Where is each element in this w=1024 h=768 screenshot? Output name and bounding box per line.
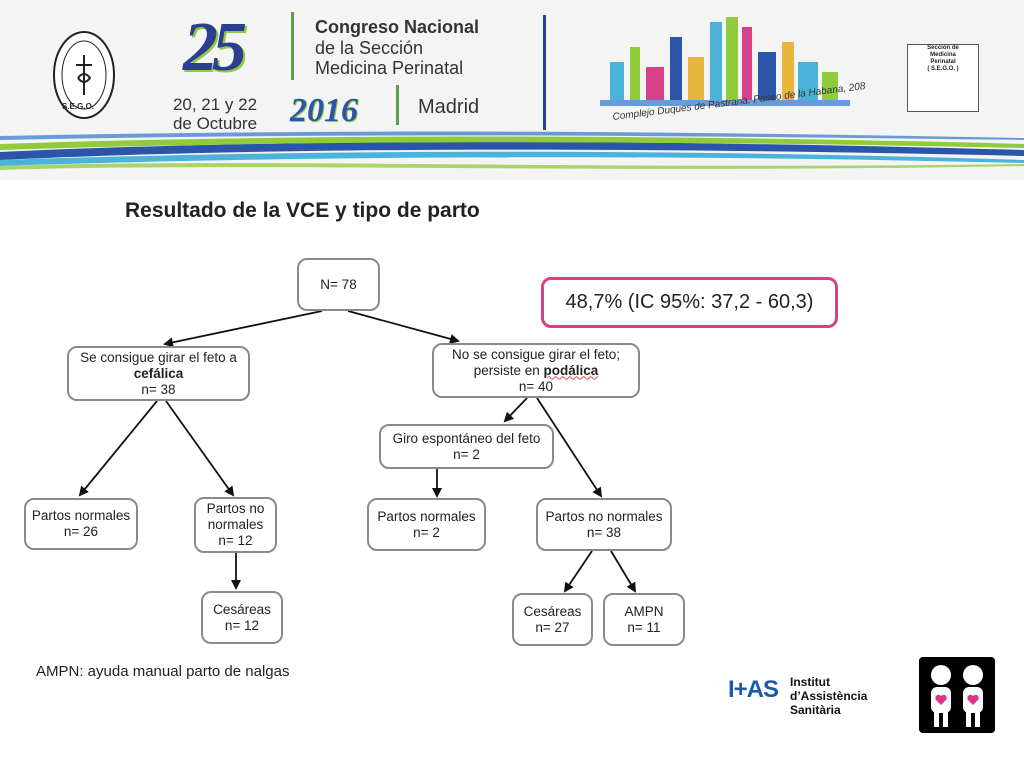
congress-dates: 20, 21 y 22 de Octubre xyxy=(172,95,258,133)
madrid-skyline-illustration xyxy=(600,17,850,106)
ias-logo-mark: I+AS xyxy=(728,676,779,703)
node-breech-abnormal-births: Partos no normales n= 38 xyxy=(536,498,672,551)
sego-logo xyxy=(53,31,115,119)
edge-breech-spontaneous xyxy=(503,397,528,423)
edge-abnormal-cesareans-breech xyxy=(563,550,593,593)
edition-number: 25 xyxy=(183,9,247,86)
divider xyxy=(543,15,546,130)
node-cephalic-abnormal-births: Partos no normales n= 12 xyxy=(194,497,277,553)
header-banner: S.E.G.O. 25 Congreso Nacional de la Secc… xyxy=(0,0,1024,180)
congress-title: Congreso Nacional xyxy=(315,17,480,37)
node-cephalic: Se consigue girar el feto a cefálica n= … xyxy=(67,346,250,401)
node-breech: No se consigue girar el feto; persiste e… xyxy=(432,343,640,398)
ias-logo-text: Institut d’Assistència Sanitària xyxy=(790,675,868,717)
sego-seal-text: S.E.G.O. xyxy=(62,102,95,111)
node-breech-cesareans: Cesáreas n= 27 xyxy=(512,593,593,646)
node-ampn: AMPN n= 11 xyxy=(603,593,685,646)
node-cephalic-cesareans: Cesáreas n= 12 xyxy=(201,591,283,644)
congress-city: Madrid xyxy=(418,96,480,118)
congress-subtitle: de la Sección xyxy=(315,38,424,58)
edge-cephalic-abnormal xyxy=(165,400,235,497)
decorative-stripes xyxy=(0,131,1024,170)
babies-logo xyxy=(919,657,995,733)
node-total: N= 78 xyxy=(297,258,380,311)
slide-title: Resultado de la VCE y tipo de parto xyxy=(125,199,480,222)
edge-abnormal-ampn xyxy=(610,550,637,593)
node-spontaneous-normal-births: Partos normales n= 2 xyxy=(367,498,486,551)
divider xyxy=(396,85,399,125)
edge-root-cephalic xyxy=(163,310,323,348)
confidence-interval-box: 48,7% (IC 95%: 37,2 - 60,3) xyxy=(541,277,838,328)
node-cephalic-normal-births: Partos normales n= 26 xyxy=(24,498,138,550)
perinatal-section-logo: Sección de Medicina Perinatal ( S.E.G.O.… xyxy=(907,44,979,112)
congress-section: Medicina Perinatal xyxy=(315,58,464,78)
node-spontaneous-version: Giro espontáneo del feto n= 2 xyxy=(379,424,554,469)
edge-root-breech xyxy=(347,310,460,344)
edge-cephalic-normal xyxy=(78,400,158,497)
divider xyxy=(291,12,294,80)
edge-breech-abnormal xyxy=(536,397,603,498)
congress-year: 2016 xyxy=(290,92,358,129)
footnote-ampn: AMPN: ayuda manual parto de nalgas xyxy=(36,663,290,680)
